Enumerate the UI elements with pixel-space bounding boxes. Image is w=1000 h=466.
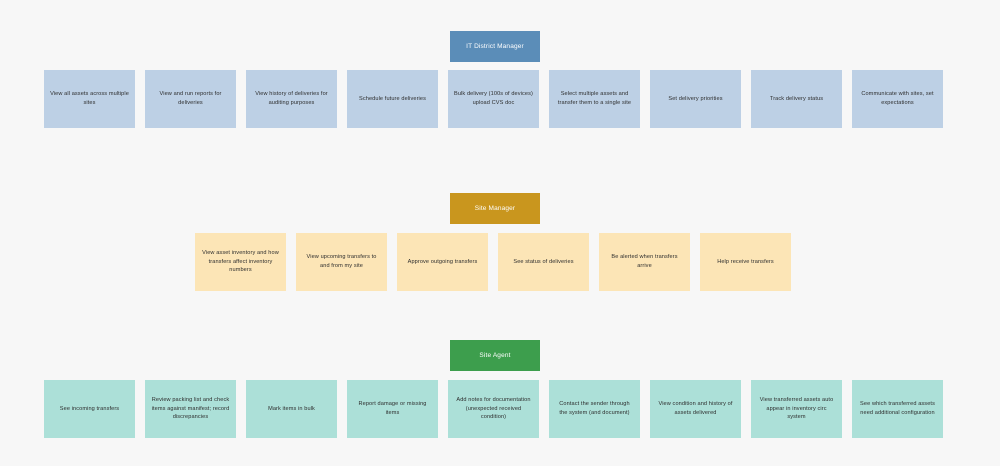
story-card[interactable]: Add notes for documentation (unexpected … (448, 380, 539, 438)
story-card[interactable]: View condition and history of assets del… (650, 380, 741, 438)
story-card[interactable]: Be alerted when transfers arrive (599, 233, 690, 291)
story-card[interactable]: Contact the sender through the system (a… (549, 380, 640, 438)
story-card[interactable]: Schedule future deliveries (347, 70, 438, 128)
story-card[interactable]: View all assets across multiple sites (44, 70, 135, 128)
story-card[interactable]: Set delivery priorities (650, 70, 741, 128)
card-row-site-agent: See incoming transfers Review packing li… (44, 380, 943, 438)
lane-header-site-manager[interactable]: Site Manager (450, 193, 540, 224)
story-card[interactable]: Mark items in bulk (246, 380, 337, 438)
story-card[interactable]: Select multiple assets and transfer them… (549, 70, 640, 128)
story-card[interactable]: Communicate with sites, set expectations (852, 70, 943, 128)
story-card[interactable]: View transferred assets auto appear in i… (751, 380, 842, 438)
story-card[interactable]: View and run reports for deliveries (145, 70, 236, 128)
story-card[interactable]: Report damage or missing items (347, 380, 438, 438)
story-card[interactable]: Bulk delivery (100s of devices) upload C… (448, 70, 539, 128)
card-row-site-manager: View asset inventory and how transfers a… (195, 233, 791, 291)
story-card[interactable]: Track delivery status (751, 70, 842, 128)
story-card[interactable]: Approve outgoing transfers (397, 233, 488, 291)
story-card[interactable]: See which transferred assets need additi… (852, 380, 943, 438)
lane-header-site-agent[interactable]: Site Agent (450, 340, 540, 371)
story-card[interactable]: View asset inventory and how transfers a… (195, 233, 286, 291)
story-card[interactable]: See status of deliveries (498, 233, 589, 291)
card-row-it-district-manager: View all assets across multiple sites Vi… (44, 70, 943, 128)
story-card[interactable]: View upcoming transfers to and from my s… (296, 233, 387, 291)
story-card[interactable]: Review packing list and check items agai… (145, 380, 236, 438)
story-card[interactable]: See incoming transfers (44, 380, 135, 438)
story-card[interactable]: View history of deliveries for auditing … (246, 70, 337, 128)
lane-header-it-district-manager[interactable]: IT District Manager (450, 31, 540, 62)
story-card[interactable]: Help receive transfers (700, 233, 791, 291)
